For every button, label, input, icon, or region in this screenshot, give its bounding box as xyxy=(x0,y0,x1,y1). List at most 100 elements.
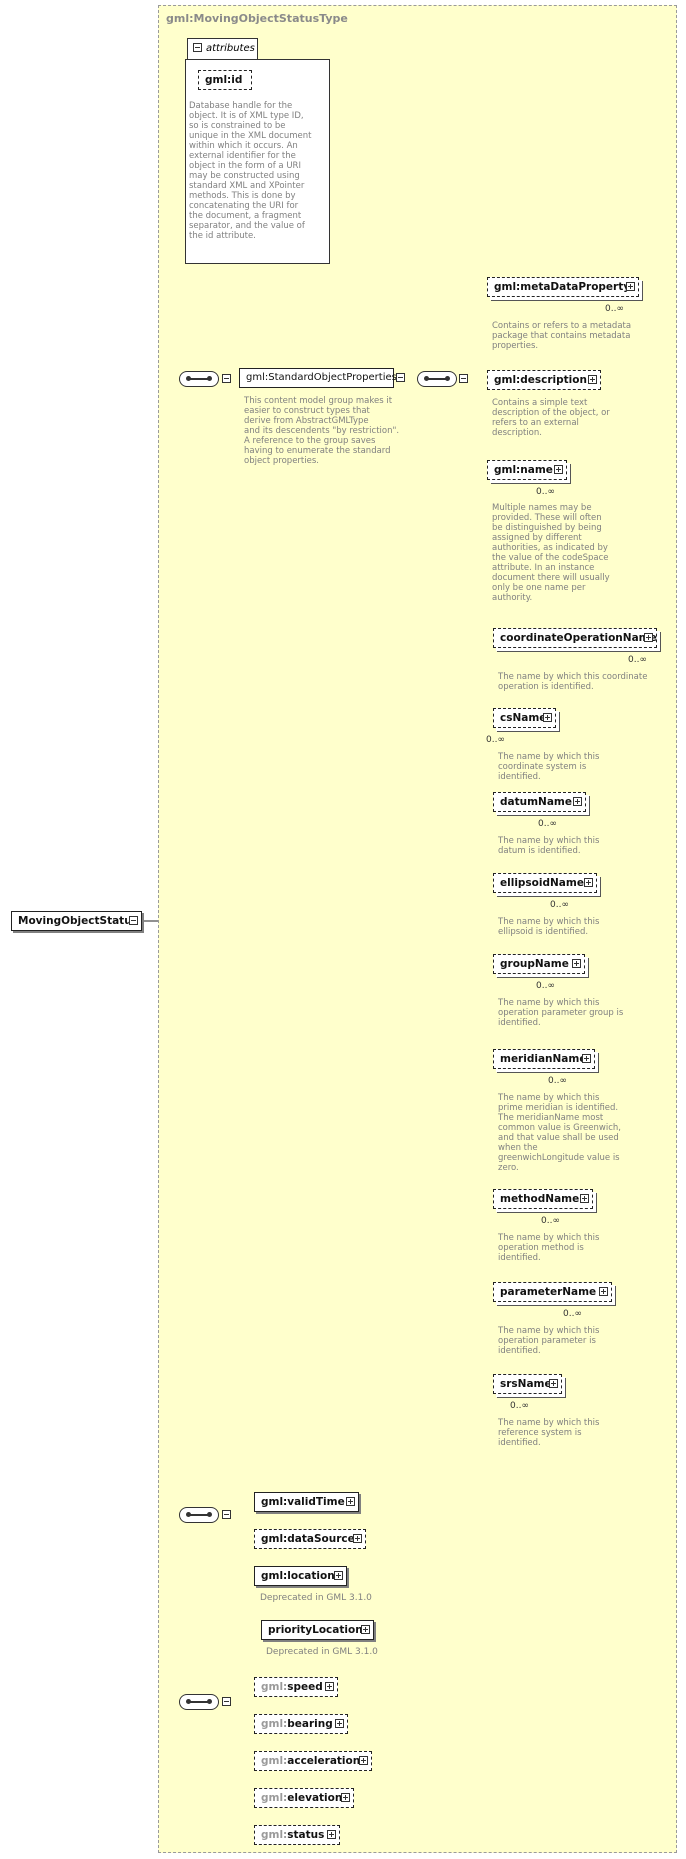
element-description[interactable]: gml:description xyxy=(487,370,601,390)
element-label: meridianName xyxy=(500,1053,587,1065)
collapse-icon[interactable] xyxy=(193,43,202,52)
element-csname[interactable]: csName xyxy=(493,708,556,728)
doc-line: The name by which this xyxy=(498,752,600,762)
doc-line: identified. xyxy=(498,1018,541,1028)
doc-line: authority. xyxy=(492,593,533,603)
element-datasource[interactable]: gml:dataSource xyxy=(254,1529,366,1549)
doc-line: authorities, as indicated by xyxy=(492,543,608,553)
expand-icon[interactable] xyxy=(588,375,597,384)
doc-line: may be constructed using xyxy=(189,171,300,181)
doc-line: be distinguished by being xyxy=(492,523,602,533)
element-label: parameterName xyxy=(500,1286,597,1298)
element-label: srsName xyxy=(500,1378,552,1390)
doc-line: having to enumerate the standard xyxy=(244,446,391,456)
element-name[interactable]: gml:name xyxy=(487,460,567,480)
doc-line: Database handle for the xyxy=(189,101,293,111)
sequence-compositor[interactable] xyxy=(179,1507,219,1523)
doc-line: standard XML and XPointer xyxy=(189,181,305,191)
doc-line: properties. xyxy=(492,341,539,351)
sequence-compositor[interactable] xyxy=(179,371,219,387)
expand-icon[interactable] xyxy=(334,1571,343,1580)
element-speed[interactable]: gml:speed xyxy=(254,1677,338,1697)
expand-icon[interactable] xyxy=(644,633,653,642)
expand-icon[interactable] xyxy=(359,1756,368,1765)
group-standard-object-properties[interactable]: gml:StandardObjectProperties xyxy=(239,368,405,388)
expand-icon[interactable] xyxy=(572,959,581,968)
element-bearing[interactable]: gml:bearing xyxy=(254,1714,348,1734)
expand-icon[interactable] xyxy=(626,282,635,291)
element-location[interactable]: gml:location xyxy=(254,1566,347,1586)
expand-icon[interactable] xyxy=(325,1682,334,1691)
group-label: gml:StandardObjectProperties xyxy=(246,372,397,383)
expand-icon[interactable] xyxy=(335,1719,344,1728)
element-prioritylocation[interactable]: priorityLocation xyxy=(261,1620,374,1640)
expand-icon[interactable] xyxy=(353,1534,362,1543)
doc-line: external identifier for the xyxy=(189,151,296,161)
expand-icon[interactable] xyxy=(582,1054,591,1063)
sequence-compositor[interactable] xyxy=(417,371,457,387)
attribute-id[interactable]: gml:id xyxy=(198,70,252,90)
doc-line: separator, and the value of xyxy=(189,221,305,231)
element-label: elevation xyxy=(287,1792,343,1804)
doc-line: Multiple names may be xyxy=(492,503,592,513)
expand-icon[interactable] xyxy=(341,1793,350,1802)
expand-icon[interactable] xyxy=(580,1194,589,1203)
element-label: ellipsoidName xyxy=(500,877,584,889)
collapse-icon[interactable] xyxy=(459,374,468,383)
element-label: bearing xyxy=(287,1718,333,1730)
element-datumname[interactable]: datumName xyxy=(493,792,586,812)
element-acceleration[interactable]: gml:acceleration xyxy=(254,1751,372,1771)
namespace-prefix: gml: xyxy=(261,1792,288,1804)
doc-line: The name by which this xyxy=(498,836,600,846)
doc-line: derive from AbstractGMLType xyxy=(244,416,369,426)
root-element[interactable]: MovingObjectStatus xyxy=(11,911,142,931)
collapse-icon[interactable] xyxy=(222,374,231,383)
expand-icon[interactable] xyxy=(361,1625,370,1634)
doc-line: operation parameter group is xyxy=(498,1008,624,1018)
expand-icon[interactable] xyxy=(584,878,593,887)
element-srsname[interactable]: srsName xyxy=(493,1374,562,1394)
element-meridianname[interactable]: meridianName xyxy=(493,1049,595,1069)
attributes-tab[interactable]: attributes xyxy=(187,38,258,59)
complex-type-box xyxy=(158,5,677,1853)
element-label: acceleration xyxy=(287,1755,361,1767)
element-ellipsoidname[interactable]: ellipsoidName xyxy=(493,873,597,893)
element-coordinateoperationname[interactable]: coordinateOperationName xyxy=(493,628,657,648)
expand-icon[interactable] xyxy=(543,713,552,722)
expand-icon[interactable] xyxy=(554,465,563,474)
doc-line: Contains or refers to a metadata xyxy=(492,321,632,331)
expand-icon[interactable] xyxy=(346,1497,355,1506)
element-parametername[interactable]: parameterName xyxy=(493,1282,612,1302)
doc-line: identified. xyxy=(498,772,541,782)
doc-line: only be one name per xyxy=(492,583,586,593)
element-elevation[interactable]: gml:elevation xyxy=(254,1788,354,1808)
element-label: gml:location xyxy=(261,1570,335,1582)
doc-line: The name by which this xyxy=(498,998,600,1008)
doc-line: greenwichLongitude value is xyxy=(498,1153,620,1163)
collapse-icon[interactable] xyxy=(396,373,405,382)
element-methodname[interactable]: methodName xyxy=(493,1189,593,1209)
doc-line: The name by which this xyxy=(498,917,600,927)
element-validtime[interactable]: gml:validTime xyxy=(254,1492,359,1512)
sequence-compositor[interactable] xyxy=(179,1694,219,1710)
expand-icon[interactable] xyxy=(549,1379,558,1388)
namespace-prefix: gml: xyxy=(261,1718,288,1730)
expand-icon[interactable] xyxy=(573,797,582,806)
collapse-icon[interactable] xyxy=(222,1697,231,1706)
element-status[interactable]: gml:status xyxy=(254,1825,340,1845)
expand-icon[interactable] xyxy=(599,1287,608,1296)
element-label: methodName xyxy=(500,1193,580,1205)
collapse-icon[interactable] xyxy=(129,916,138,925)
expand-icon[interactable] xyxy=(327,1830,336,1839)
collapse-icon[interactable] xyxy=(222,1510,231,1519)
doc-line: The name by which this xyxy=(498,1326,600,1336)
element-groupname[interactable]: groupName xyxy=(493,954,585,974)
doc-line: object. It is of XML type ID, xyxy=(189,111,304,121)
doc-line: ellipsoid is identified. xyxy=(498,927,589,937)
element-metadataproperty[interactable]: gml:metaDataProperty xyxy=(487,277,639,297)
